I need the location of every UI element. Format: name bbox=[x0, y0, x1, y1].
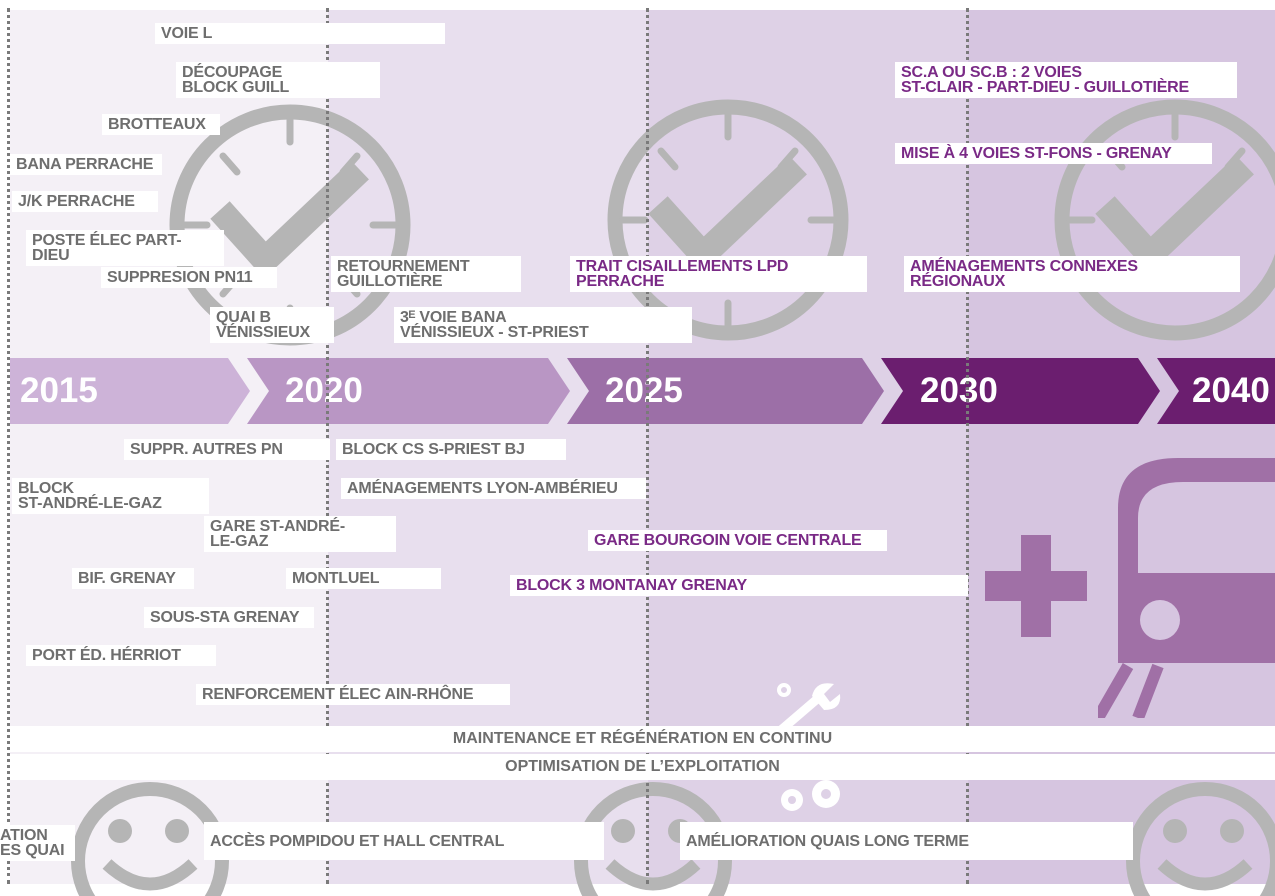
label-bana-perrache: BANA PERRACHE bbox=[10, 154, 162, 175]
label-montluel: MONTLUEL bbox=[286, 568, 441, 589]
year-2040: 2040 bbox=[1192, 371, 1270, 410]
smiley-icon bbox=[1126, 782, 1275, 896]
era-divider-2030 bbox=[966, 8, 969, 884]
label-voie-l: VOIE L bbox=[155, 23, 445, 44]
label-brotteaux: BROTTEAUX bbox=[102, 114, 220, 135]
era-divider-2015 bbox=[7, 8, 10, 884]
label-3e-voie-bana: 3ᴱ VOIE BANA VÉNISSIEUX - ST-PRIEST bbox=[394, 307, 692, 343]
label-renforcement-elec: RENFORCEMENT ÉLEC AIN-RHÔNE bbox=[196, 684, 510, 705]
label-acces-pompidou: ACCÈS POMPIDOU ET HALL CENTRAL bbox=[204, 822, 604, 860]
label-retournement-guillotiere: RETOURNEMENT GUILLOTIÈRE bbox=[331, 256, 521, 292]
timeline-segment-2040 bbox=[1157, 358, 1275, 424]
band-optimisation: OPTIMISATION DE L’EXPLOITATION bbox=[10, 754, 1275, 780]
year-2030: 2030 bbox=[920, 371, 998, 410]
clock-check-icon bbox=[1054, 99, 1275, 341]
gears-icon bbox=[781, 780, 840, 811]
label-cut-off-quai: ATION ES QUAI bbox=[0, 825, 75, 861]
label-amenagements-connexes: AMÉNAGEMENTS CONNEXES RÉGIONAUX bbox=[904, 256, 1240, 292]
label-amelioration-quais: AMÉLIORATION QUAIS LONG TERME bbox=[680, 822, 1133, 860]
label-suppr-autres-pn: SUPPR. AUTRES PN bbox=[124, 439, 330, 460]
label-gare-bourgoin: GARE BOURGOIN VOIE CENTRALE bbox=[588, 530, 887, 551]
year-2025: 2025 bbox=[605, 371, 683, 410]
label-sca-scb-2-voies: SC.A OU SC.B : 2 VOIES ST-CLAIR - PART-D… bbox=[895, 62, 1237, 98]
label-poste-elec-part-dieu: POSTE ÉLEC PART-DIEU bbox=[26, 230, 224, 266]
label-block-3-montanay: BLOCK 3 MONTANAY GRENAY bbox=[510, 575, 968, 596]
timeline-segment-2030 bbox=[881, 358, 1160, 424]
label-gare-st-andre: GARE ST-ANDRÉ- LE-GAZ bbox=[204, 516, 396, 552]
year-2015: 2015 bbox=[20, 371, 98, 410]
label-amenagements-lyon-amberieu: AMÉNAGEMENTS LYON-AMBÉRIEU bbox=[341, 478, 646, 499]
band-maintenance: MAINTENANCE ET RÉGÉNÉRATION EN CONTINU bbox=[10, 726, 1275, 752]
label-mise-a-4-voies: MISE À 4 VOIES ST-FONS - GRENAY bbox=[895, 143, 1212, 164]
label-jk-perrache: J/K PERRACHE bbox=[12, 191, 158, 212]
label-trait-cisaillements: TRAIT CISAILLEMENTS LPD PERRACHE bbox=[570, 256, 867, 292]
label-decoupage-block-guill: DÉCOUPAGE BLOCK GUILL bbox=[176, 62, 380, 98]
label-sous-sta-grenay: SOUS-STA GRENAY bbox=[144, 607, 314, 628]
era-divider-2025 bbox=[646, 8, 649, 884]
train-icon bbox=[1098, 458, 1275, 718]
plus-icon bbox=[985, 535, 1087, 637]
label-block-st-andre: BLOCK ST-ANDRÉ-LE-GAZ bbox=[12, 478, 209, 514]
timeline-segment-2015 bbox=[10, 358, 250, 424]
label-bif-grenay: BIF. GRENAY bbox=[72, 568, 194, 589]
clock-check-icon bbox=[607, 99, 849, 341]
year-2020: 2020 bbox=[285, 371, 363, 410]
label-suppresion-pn11: SUPPRESION PN11 bbox=[101, 267, 277, 288]
label-block-cs-s-priest: BLOCK CS S-PRIEST BJ bbox=[336, 439, 566, 460]
label-port-ed-herriot: PORT ÉD. HÉRRIOT bbox=[26, 645, 216, 666]
label-quai-b-venissieux: QUAI B VÉNISSIEUX bbox=[210, 307, 334, 343]
